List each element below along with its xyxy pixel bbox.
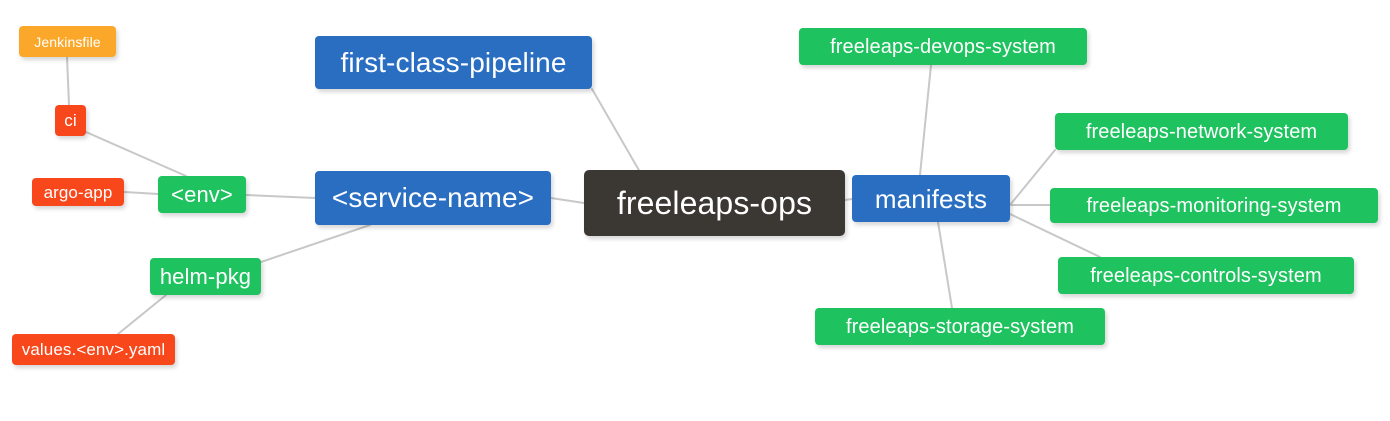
edge-freeleaps-ops-to-manifests: [844, 198, 853, 201]
node-first-class-pipeline[interactable]: first-class-pipeline: [315, 36, 592, 89]
node-freeleaps-monitoring-system[interactable]: freeleaps-monitoring-system: [1050, 188, 1378, 223]
node-freeleaps-controls-system[interactable]: freeleaps-controls-system: [1058, 257, 1354, 294]
node-manifests[interactable]: manifests: [852, 175, 1010, 222]
edge-freeleaps-ops-to-service-name: [550, 197, 585, 204]
edge-env-to-ci: [85, 131, 187, 177]
node-ci[interactable]: ci: [55, 105, 86, 136]
edge-ci-to-jenkinsfile: [66, 56, 70, 106]
node-env[interactable]: <env>: [158, 176, 246, 213]
edge-service-name-to-env: [245, 194, 316, 199]
edge-freeleaps-ops-to-first-class-pipeline: [591, 88, 641, 173]
node-values-env-yaml[interactable]: values.<env>.yaml: [12, 334, 175, 365]
edge-manifests-to-freeleaps-storage-system: [937, 221, 953, 309]
node-freeleaps-devops-system[interactable]: freeleaps-devops-system: [799, 28, 1087, 65]
edge-manifests-to-freeleaps-network-system: [1009, 149, 1056, 206]
edge-helm-pkg-to-values-env-yaml: [117, 294, 167, 335]
node-jenkinsfile[interactable]: Jenkinsfile: [19, 26, 116, 57]
edge-manifests-to-freeleaps-devops-system: [919, 64, 932, 176]
node-argo-app[interactable]: argo-app: [32, 178, 124, 206]
node-freeleaps-ops[interactable]: freeleaps-ops: [584, 170, 845, 236]
node-freeleaps-storage-system[interactable]: freeleaps-storage-system: [815, 308, 1105, 345]
node-helm-pkg[interactable]: helm-pkg: [150, 258, 261, 295]
edge-service-name-to-helm-pkg: [260, 224, 371, 263]
edge-env-to-argo-app: [123, 191, 159, 195]
node-freeleaps-network-system[interactable]: freeleaps-network-system: [1055, 113, 1348, 150]
node-service-name[interactable]: <service-name>: [315, 171, 551, 225]
